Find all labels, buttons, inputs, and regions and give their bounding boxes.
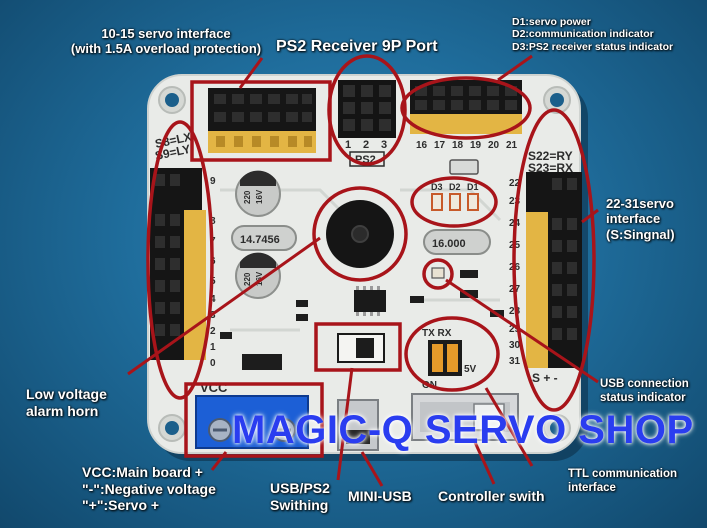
label-ttl-interface: TTL communication interface [568,468,677,495]
box-usb-ps2-switch [314,322,402,372]
silk-pin-22: 22 [509,178,521,189]
silk-ps2-pin-3: 3 [381,139,387,151]
silk-cap-value-bottom: 220 [243,272,252,286]
box-power-terminal [184,382,324,458]
label-vcc: VCC:Main board + "-":Negative voltage "+… [82,464,216,514]
ring-servo-16-21 [400,76,532,140]
silk-5v: 5V [464,364,477,375]
label-low-voltage-line1: Low voltage [26,386,107,402]
silk-pin-1: 1 [210,342,216,353]
label-ttl-line2: interface [568,481,616,494]
label-servo-10-15-line1: 10-15 servo interface [101,26,231,41]
silk-ps2-pin-1: 1 [345,139,351,151]
silk-ps2-pin-2: 2 [363,139,369,151]
label-low-voltage-horn: Low voltage alarm horn [26,386,107,419]
label-vcc-line3: "+":Servo + [82,497,160,514]
servo-header-16-21 [410,80,522,134]
silk-s22: S22=RY [528,149,573,163]
silk-d1: D1 [467,182,479,192]
label-servo-22-31-line1: 22-31servo [606,196,674,211]
crystal-left [231,225,297,251]
ps2-header [338,80,396,167]
silk-pin-30: 30 [509,340,521,351]
label-usb-ps2-line1: USB/PS2 [270,480,330,496]
silk-pin-4: 4 [210,294,216,305]
ring-ps2-port [327,54,407,166]
label-usb-status-line1: USB connection [600,378,689,390]
label-d3: D3:PS2 receiver status indicator [512,40,674,53]
silk-pin-21: 21 [506,140,518,151]
label-controller-switch: Controller swith [438,488,545,504]
usb-status-led [431,267,445,279]
label-ps2-receiver: PS2 Receiver 9P Port [276,38,438,55]
silk-tx-rx: TX RX [422,328,452,339]
silk-pin-17: 17 [434,140,446,151]
servo-header-10-15 [208,88,316,153]
capacitor-top [235,170,281,217]
label-led-legend: D1:servo power D2:communication indicato… [512,16,673,53]
label-usb-status: USB connection status indicator [600,378,689,405]
label-d1: D1:servo power [512,16,591,28]
ring-servo-22-31 [512,108,596,412]
ring-ttl-interface [404,316,500,392]
ttl-jumper [428,340,462,376]
label-servo-10-15-line2: (with 1.5A overload protection) [70,41,262,57]
silk-pin-29: 29 [509,324,521,335]
label-usb-ps2-line2: Swithing [270,496,329,513]
silk-pin-8: 8 [210,216,216,227]
label-vcc-line2: "-":Negative voltage [82,480,216,497]
silk-cap-voltage-bottom: 16V [255,271,264,286]
reset-button [449,159,479,175]
silk-pin-2: 2 [210,326,216,337]
silk-pin-18: 18 [452,140,464,151]
silk-cap-value-top: 220 [243,190,252,204]
label-servo-22-31-line2: interface [606,211,661,227]
ring-status-leds [410,176,498,228]
label-usb-ps2-switch: USB/PS2 Swithing [270,480,330,513]
alarm-buzzer [326,200,394,268]
silk-pin-19: 19 [470,140,482,151]
label-servo-22-31: 22-31servo interface (S:Singnal) [606,196,675,242]
usb-ps2-switch [337,333,385,363]
label-vcc-line1: VCC:Main board + [82,464,203,480]
label-ttl-line1: TTL communication [568,468,678,480]
capacitor-bottom [235,252,281,299]
crystal-right [423,229,491,255]
servo-header-0-9 [150,168,206,360]
silk-crystal-right: 16.000 [432,238,466,250]
label-usb-status-line2: status indicator [600,391,686,404]
silk-d2: D2 [449,182,461,192]
silk-pin-9: 9 [210,176,216,187]
leader-lines [127,54,599,487]
silk-pin-16: 16 [416,140,428,151]
silk-d3: D3 [431,182,443,192]
silk-crystal-left: 14.7456 [240,234,280,246]
main-chip [354,286,386,316]
annotation-markers [146,54,596,458]
ring-servo-0-9 [146,120,214,400]
label-servo-22-31-line3: (S:Singnal) [606,226,675,242]
label-mini-usb: MINI-USB [348,488,412,504]
status-leds [431,193,479,211]
silk-pin-0: 0 [210,358,216,369]
silk-pin-23: 23 [509,196,521,207]
silk-pin-31: 31 [509,356,521,367]
label-d2: D2:communication indicator [512,28,654,41]
label-servo-10-15: 10-15 servo interface (with 1.5A overloa… [48,26,284,57]
silkscreen: S9=LY S8=LX S22=RY S23=RX PS2 1 2 3 VCC … [154,130,573,395]
shop-watermark: MAGIC-Q SERVO SHOP [232,408,694,452]
silk-cap-voltage-top: 16V [255,189,264,204]
silk-s-plus-minus: S + - [532,371,558,385]
label-low-voltage-line2: alarm horn [26,402,99,419]
ring-usb-led [422,258,454,290]
silk-s23: S23=RX [528,161,573,175]
silk-pin-20: 20 [488,140,500,151]
mounting-holes [158,86,571,442]
ring-alarm-horn [312,186,408,282]
servo-header-22-31 [526,172,582,368]
power-terminal-block [195,395,309,449]
